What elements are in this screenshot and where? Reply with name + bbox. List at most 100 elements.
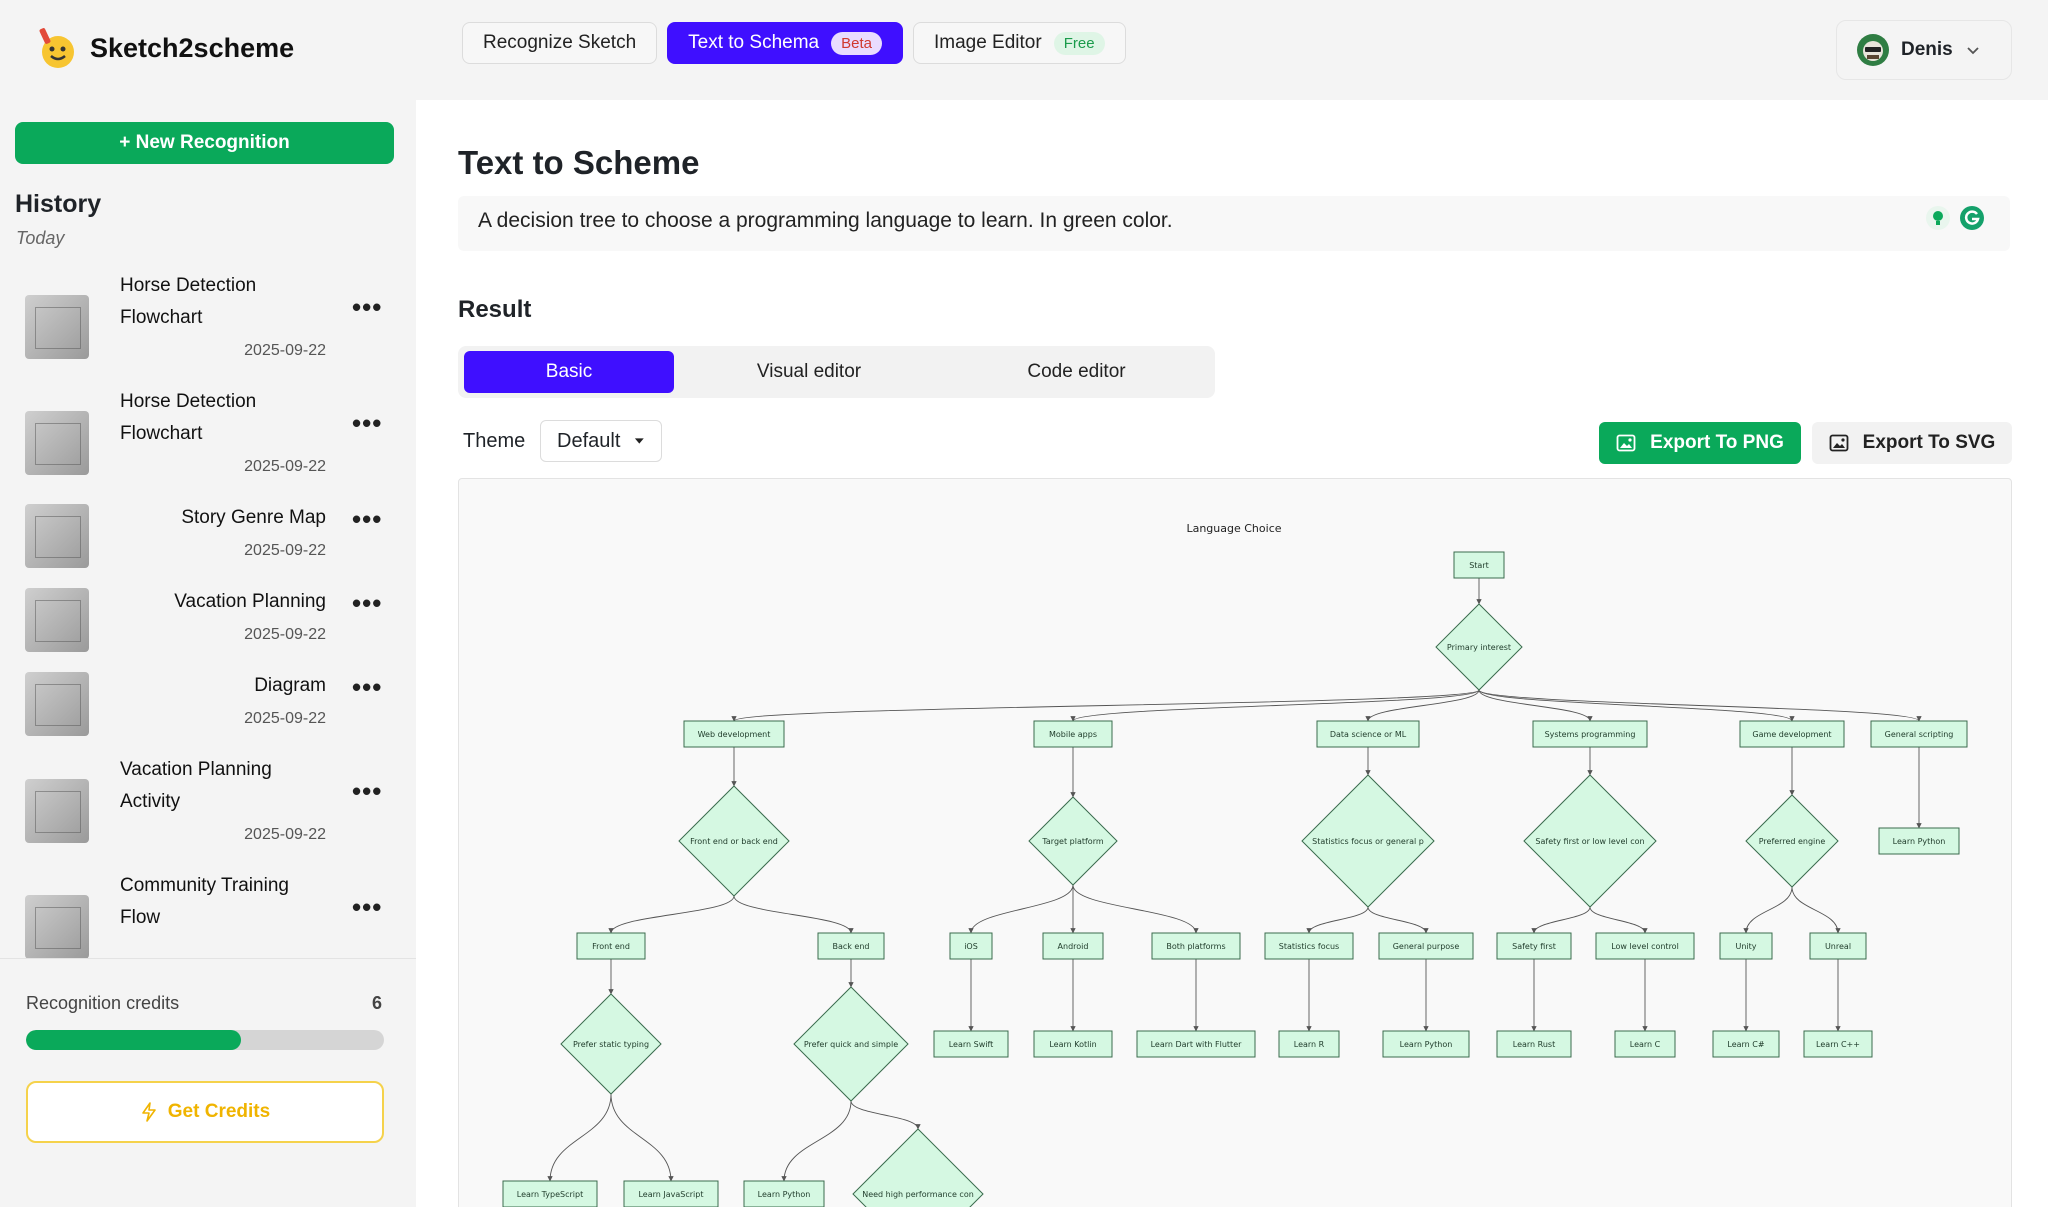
diagram-node[interactable]: Learn R bbox=[1278, 1030, 1340, 1058]
main-panel: Text to Scheme A decision tree to choose… bbox=[416, 100, 2048, 1207]
theme-value: Default bbox=[557, 429, 621, 452]
more-options-icon[interactable]: ••• bbox=[352, 892, 383, 922]
more-options-icon[interactable]: ••• bbox=[352, 292, 383, 322]
result-mode-switch: Basic Visual editor Code editor bbox=[458, 346, 1215, 398]
diagram-decision-node[interactable]: Prefer quick and simple bbox=[793, 986, 909, 1102]
user-menu[interactable]: Denis bbox=[1836, 20, 2012, 80]
history-item[interactable]: Horse Detection Flowchart 2025-09-22 ••• bbox=[0, 386, 416, 496]
diagram-node[interactable]: Learn C bbox=[1614, 1030, 1676, 1058]
diagram-edge bbox=[1478, 689, 1922, 722]
export-svg-button[interactable]: Export To SVG bbox=[1812, 422, 2012, 464]
history-item[interactable]: Story Genre Map 2025-09-22 ••• bbox=[0, 502, 416, 582]
history-thumbnail bbox=[25, 504, 89, 568]
diagram-node[interactable]: Unity bbox=[1719, 932, 1773, 960]
diagram-node[interactable]: Both platforms bbox=[1151, 932, 1241, 960]
more-options-icon[interactable]: ••• bbox=[352, 408, 383, 438]
diagram-node[interactable]: Learn Rust bbox=[1496, 1030, 1572, 1058]
new-recognition-button[interactable]: + New Recognition bbox=[15, 122, 394, 164]
diagram-node[interactable]: Systems programming bbox=[1532, 720, 1648, 748]
tab-recognize-sketch[interactable]: Recognize Sketch bbox=[462, 22, 658, 64]
diagram-node[interactable]: Learn Kotlin bbox=[1033, 1030, 1113, 1058]
diagram-node[interactable]: Unreal bbox=[1809, 932, 1867, 960]
bulb-icon[interactable] bbox=[1924, 204, 1952, 232]
diagram-node-label: Prefer quick and simple bbox=[804, 1040, 898, 1049]
diagram-node[interactable]: Learn Dart with Flutter bbox=[1136, 1030, 1256, 1058]
diagram-node-label: Game development bbox=[1752, 730, 1831, 739]
history-item[interactable]: Diagram 2025-09-22 ••• bbox=[0, 670, 416, 750]
history-item[interactable]: Vacation Planning Activity 2025-09-22 ••… bbox=[0, 754, 416, 864]
diagram-node-label: Learn Python bbox=[1893, 837, 1946, 846]
diagram-node-label: Need high performance con bbox=[862, 1190, 974, 1199]
diagram-node[interactable]: Learn Swift bbox=[933, 1030, 1009, 1058]
diagram-node[interactable]: Start bbox=[1453, 551, 1505, 579]
diagram-node[interactable]: Mobile apps bbox=[1033, 720, 1113, 748]
diagram-node-label: Learn Rust bbox=[1513, 1040, 1555, 1049]
diagram-node[interactable]: Data science or ML bbox=[1316, 720, 1420, 748]
result-title: Result bbox=[458, 296, 532, 323]
history-item-date: 2025-09-22 bbox=[244, 342, 326, 359]
more-options-icon[interactable]: ••• bbox=[352, 776, 383, 806]
more-options-icon[interactable]: ••• bbox=[352, 504, 383, 534]
diagram-node[interactable]: iOS bbox=[949, 932, 993, 960]
diagram-node-label: iOS bbox=[964, 942, 978, 951]
diagram-decision-node[interactable]: Target platform bbox=[1028, 796, 1118, 886]
diagram-node[interactable]: Learn C++ bbox=[1803, 1030, 1873, 1058]
diagram-node[interactable]: Safety first bbox=[1496, 932, 1572, 960]
get-credits-button[interactable]: Get Credits bbox=[26, 1081, 384, 1143]
diagram-node[interactable]: Back end bbox=[817, 932, 885, 960]
diagram-node[interactable]: Learn TypeScript bbox=[502, 1180, 598, 1207]
export-svg-label: Export To SVG bbox=[1862, 432, 1996, 453]
diagram-decision-node[interactable]: Front end or back end bbox=[678, 785, 790, 897]
diagram-node-label: Learn Dart with Flutter bbox=[1151, 1040, 1243, 1049]
diagram-decision-node[interactable]: Safety first or low level con bbox=[1523, 774, 1657, 908]
history-item[interactable]: Community Training Flow ••• bbox=[0, 870, 416, 980]
diagram-node[interactable]: Low level control bbox=[1595, 932, 1695, 960]
mode-basic[interactable]: Basic bbox=[464, 351, 674, 393]
history-item[interactable]: Horse Detection Flowchart 2025-09-22 ••• bbox=[0, 270, 416, 380]
diagram-node-label: Mobile apps bbox=[1049, 730, 1097, 739]
diagram-node[interactable]: Learn Python bbox=[1382, 1030, 1470, 1058]
diagram-node[interactable]: Front end bbox=[576, 932, 646, 960]
history-item-title: Community Training Flow bbox=[120, 875, 289, 928]
diagram-node[interactable]: Android bbox=[1042, 932, 1104, 960]
prompt-input[interactable]: A decision tree to choose a programming … bbox=[458, 196, 2010, 251]
theme-select[interactable]: Default bbox=[540, 420, 662, 462]
diagram-node-label: Statistics focus bbox=[1279, 942, 1339, 951]
diagram-node[interactable]: Statistics focus bbox=[1264, 932, 1354, 960]
diagram-node[interactable]: Game development bbox=[1739, 720, 1845, 748]
app-logo[interactable]: Sketch2scheme bbox=[36, 26, 294, 70]
diagram-decision-node[interactable]: Need high performance con bbox=[852, 1128, 984, 1207]
mode-visual-editor[interactable]: Visual editor bbox=[756, 361, 862, 382]
diagram-decision-node[interactable]: Statistics focus or general p bbox=[1301, 774, 1435, 908]
diagram-node[interactable]: Web development bbox=[683, 720, 785, 748]
more-options-icon[interactable]: ••• bbox=[352, 588, 383, 618]
diagram-edge bbox=[1365, 689, 1480, 722]
tab-image-editor[interactable]: Image Editor Free bbox=[912, 22, 1126, 64]
diagram-node[interactable]: Learn Python bbox=[743, 1180, 825, 1207]
diagram-node-label: Learn Python bbox=[1400, 1040, 1453, 1049]
diagram-node[interactable]: Learn C# bbox=[1712, 1030, 1780, 1058]
diagram-node[interactable]: Learn JavaScript bbox=[623, 1180, 719, 1207]
diagram-node-label: Android bbox=[1058, 942, 1089, 951]
history-thumbnail bbox=[25, 895, 89, 959]
history-item-date: 2025-09-22 bbox=[244, 826, 326, 843]
diagram-node[interactable]: General scripting bbox=[1870, 720, 1968, 748]
page-title: Text to Scheme bbox=[458, 144, 700, 181]
tab-text-to-schema[interactable]: Text to Schema Beta bbox=[667, 22, 903, 64]
history-item[interactable]: Vacation Planning 2025-09-22 ••• bbox=[0, 586, 416, 666]
diagram-decision-node[interactable]: Preferred engine bbox=[1745, 794, 1839, 888]
more-options-icon[interactable]: ••• bbox=[352, 672, 383, 702]
diagram-node[interactable]: General purpose bbox=[1378, 932, 1474, 960]
history-list[interactable]: Horse Detection Flowchart 2025-09-22 •••… bbox=[0, 260, 416, 1038]
diagram-edge bbox=[731, 689, 1480, 722]
image-icon bbox=[1829, 434, 1849, 452]
diagram-decision-node[interactable]: Primary interest bbox=[1435, 603, 1523, 691]
export-png-button[interactable]: Export To PNG bbox=[1599, 422, 1801, 464]
diagram-node-label: Learn C# bbox=[1727, 1040, 1764, 1049]
diagram-decision-node[interactable]: Prefer static typing bbox=[560, 993, 662, 1095]
prompt-text: A decision tree to choose a programming … bbox=[478, 209, 1173, 232]
mode-code-editor[interactable]: Code editor bbox=[1027, 361, 1126, 382]
grammarly-icon[interactable] bbox=[1958, 204, 1986, 232]
diagram-node[interactable]: Learn Python bbox=[1878, 827, 1960, 855]
